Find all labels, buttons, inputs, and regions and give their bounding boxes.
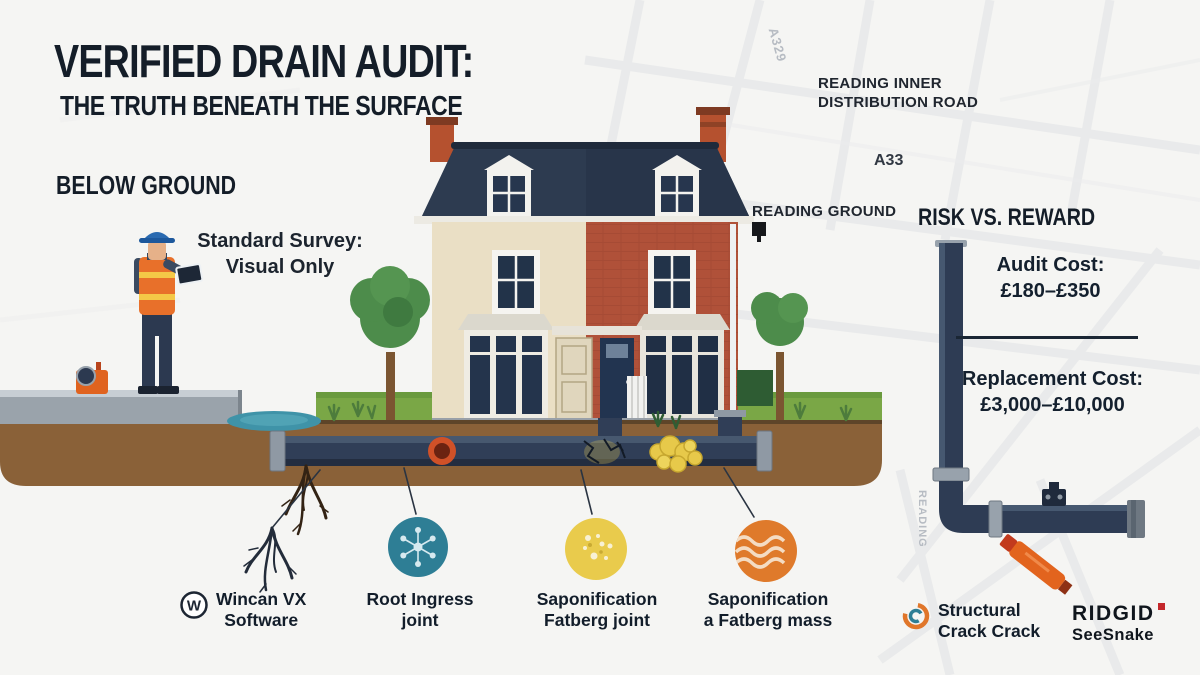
standard-survey-line2: Visual Only	[225, 256, 335, 278]
hard-hat	[139, 238, 175, 243]
pipe-defects	[281, 435, 703, 536]
audit-cost-value: £180–£350	[1000, 280, 1101, 302]
dormer-window-right	[652, 155, 702, 216]
legend-root-line2: joint	[401, 610, 439, 630]
wincan-logo-letter: W	[187, 598, 202, 615]
legend-wincan-line2: Software	[224, 610, 299, 630]
dormer-window-left	[484, 155, 534, 216]
upper-window-right	[648, 250, 696, 314]
white-railing	[627, 376, 647, 418]
ridgid-red-mark	[1157, 603, 1165, 610]
audit-cost-block: Audit Cost: £180–£350	[958, 252, 1143, 304]
replacement-cost-value: £3,000–£10,000	[980, 394, 1125, 416]
below-ground-heading: BELOW GROUND	[56, 170, 237, 200]
surveyor-figure	[134, 232, 204, 394]
legend-root-ingress: Root Ingress joint	[352, 589, 488, 631]
root-ingress-icon	[388, 517, 448, 577]
legend-structural-line2: Crack Crack	[938, 621, 1041, 641]
house-illustration	[414, 107, 754, 426]
legend-wincan: W Wincan VX Software	[178, 589, 306, 631]
callout-lines	[271, 467, 755, 529]
grass-tufts	[327, 400, 853, 430]
map-road-label: READING INNER DISTRIBUTION ROAD	[818, 74, 978, 112]
tree-right	[751, 292, 808, 426]
legend-structural-line1: Structural	[938, 600, 1021, 620]
fatberg-defect	[649, 435, 703, 473]
map-road-line2: DISTRIBUTION ROAD	[818, 94, 979, 111]
legend-sap-line2: Fatberg joint	[544, 610, 650, 630]
ridgid-brand: RIDGID	[1072, 603, 1165, 625]
standard-survey-callout: Standard Survey: Visual Only	[190, 228, 370, 280]
front-door-left	[555, 337, 593, 421]
ridgid-brand-text: RIDGID	[1072, 602, 1155, 625]
legend-mass-line2: a Fatberg mass	[703, 610, 833, 630]
downpipe	[730, 224, 736, 420]
crack-defect	[583, 438, 626, 464]
legend-sap-line1: Saponification	[536, 589, 658, 609]
inspection-tool-icon	[999, 534, 1073, 595]
risk-pipe-assembly	[932, 240, 1145, 538]
structural-crack-logo-icon	[902, 602, 930, 630]
roots-illustration	[243, 526, 297, 593]
survey-camera-reel	[76, 362, 108, 394]
pavement	[0, 390, 242, 424]
map-route-a33: A33	[874, 152, 904, 169]
cost-divider	[956, 336, 1138, 339]
fatberg-mass-icon	[735, 520, 797, 582]
bay-window-right	[634, 314, 730, 420]
legend-wincan-line1: Wincan VX	[216, 589, 307, 609]
displaced-joint-defect	[428, 437, 456, 465]
legend-mass-line1: Saponification	[707, 589, 829, 609]
page-title: VERIFIED DRAIN AUDIT:	[54, 35, 474, 87]
map-road-line1: READING INNER	[818, 75, 942, 92]
legend-root-line1: Root Ingress	[366, 589, 474, 609]
upper-window-left	[492, 250, 540, 314]
legend-fatberg-mass: Saponification a Fatberg mass	[692, 589, 844, 631]
replacement-cost-label: Replacement Cost:	[961, 368, 1144, 390]
wincan-logo-icon: W	[180, 591, 208, 619]
fatberg-joint-icon	[565, 518, 627, 580]
audit-cost-label: Audit Cost:	[996, 254, 1105, 276]
water-puddle	[227, 411, 321, 431]
map-reading-ground: READING GROUND	[752, 203, 897, 220]
map-faint-reading: READING	[916, 490, 928, 548]
map-marker-icon	[752, 222, 766, 242]
tree-left	[350, 266, 430, 428]
page-subtitle: THE TRUTH BENEATH THE SURFACE	[60, 90, 463, 121]
risk-reward-heading: RISK VS. REWARD	[918, 204, 1096, 231]
standard-survey-line1: Standard Survey:	[197, 230, 363, 252]
survey-tablet	[175, 263, 204, 286]
seesnake-brand: SeeSnake	[1072, 626, 1154, 644]
replacement-cost-block: Replacement Cost: £3,000–£10,000	[945, 366, 1160, 418]
legend-ridgid: RIDGID SeeSnake	[1072, 603, 1165, 645]
hedge	[737, 370, 773, 406]
chimney-left	[430, 122, 454, 162]
bay-window-left	[458, 314, 554, 420]
legend-saponification-joint: Saponification Fatberg joint	[528, 589, 666, 631]
legend-structural-crack: Structural Crack Crack	[900, 600, 1040, 642]
